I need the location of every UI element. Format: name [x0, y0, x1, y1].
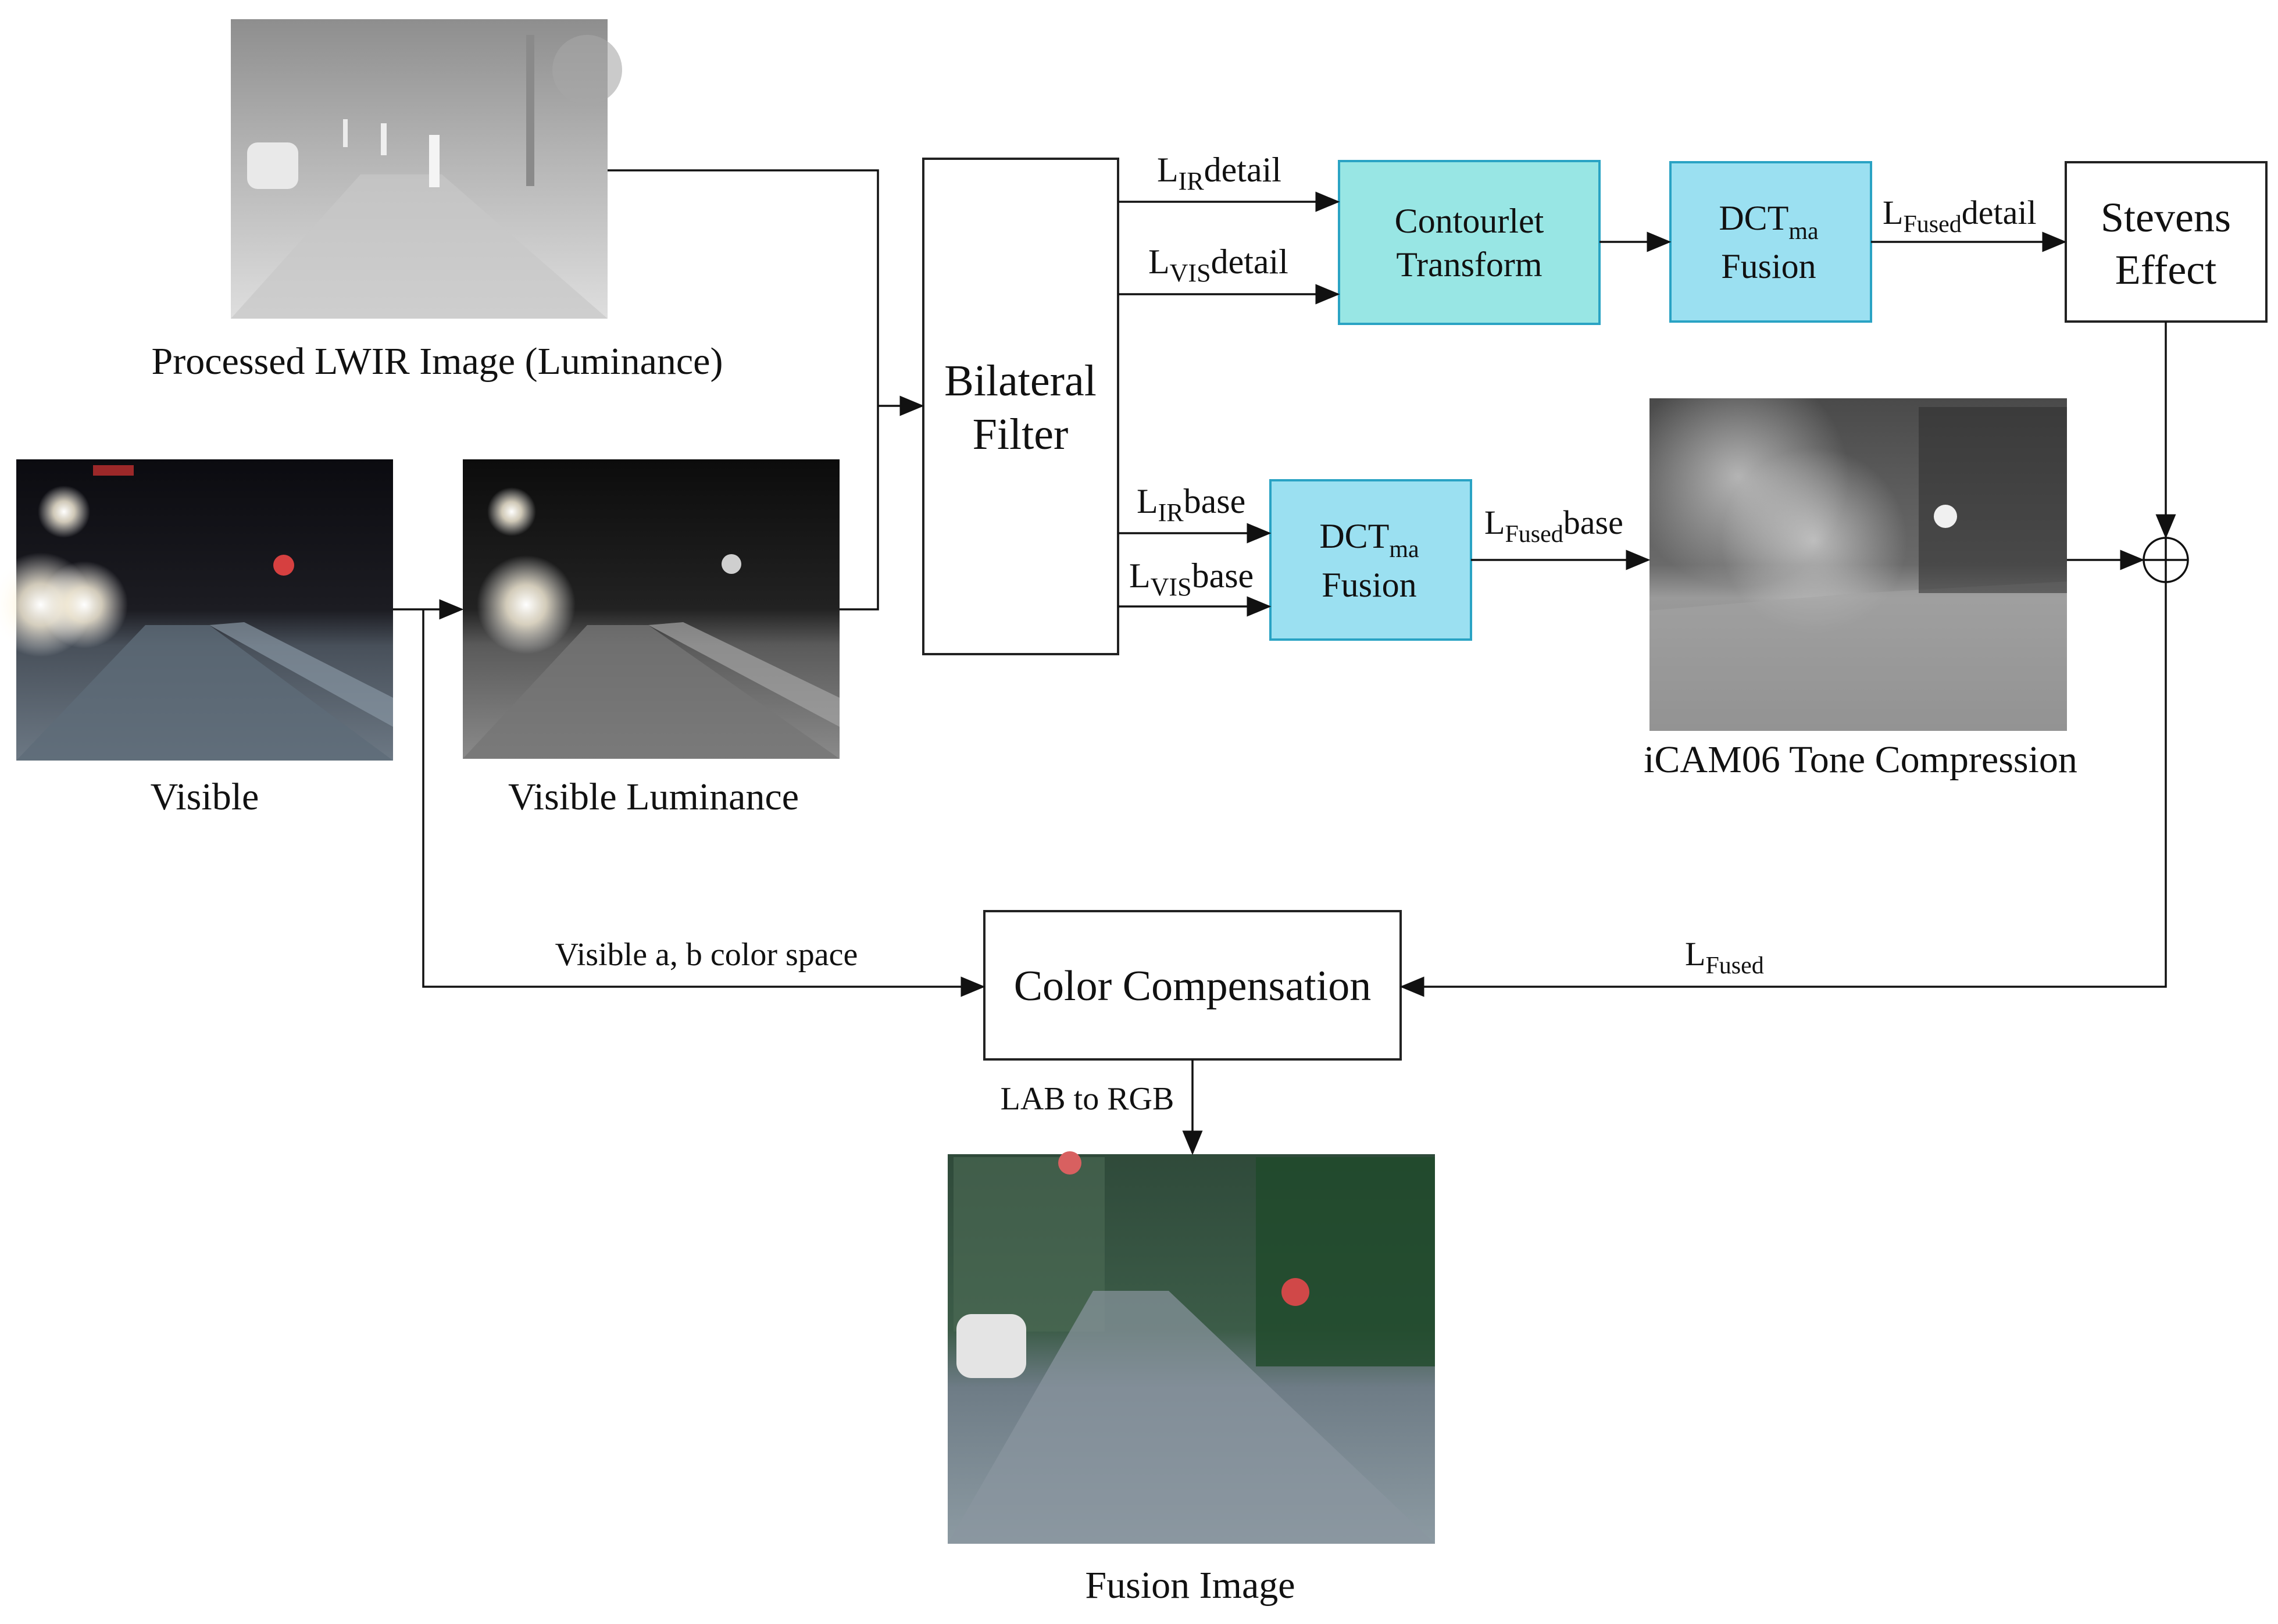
svg-text:DCTma: DCTma: [1719, 199, 1819, 245]
icam06-caption: iCAM06 Tone Compression: [1644, 738, 2077, 781]
color-compensation-box: Color Compensation: [983, 910, 1402, 1061]
dct-detail-sub: ma: [1788, 218, 1819, 245]
bilateral-filter-box: Bilateral Filter: [922, 158, 1119, 655]
visible-caption: Visible: [151, 776, 259, 818]
lwir-to-merge-line: [608, 169, 879, 611]
visible-ab-arrow: [422, 609, 986, 997]
visible-image: [0, 459, 393, 761]
lfused-label: LFused: [1685, 935, 1764, 979]
connectors: [393, 169, 2176, 1155]
dct-detail-fusion-box: DCTma Fusion: [1669, 161, 1872, 323]
visible-luminance-caption: Visible Luminance: [508, 776, 799, 818]
contourlet-line1: Contourlet: [1395, 202, 1544, 240]
lir-detail-label: LIRdetail: [1157, 151, 1281, 195]
color-compensation-label: Color Compensation: [1014, 962, 1372, 1010]
visible-ab-label: Visible a, b color space: [555, 937, 858, 973]
contourlet-transform-box: Contourlet Transform: [1338, 160, 1601, 325]
dct-base-line2: Fusion: [1322, 566, 1416, 604]
dct-base-fusion-box: DCTma Fusion: [1269, 479, 1472, 641]
icam06-image: [1628, 366, 2067, 731]
dct-base-main: DCT: [1319, 517, 1389, 555]
sum-junction: [2143, 537, 2189, 583]
svg-text:DCTma: DCTma: [1319, 517, 1419, 563]
dct-detail-line2: Fusion: [1721, 247, 1816, 285]
dct-base-sub: ma: [1389, 536, 1419, 563]
lfused-base-label: LFusedbase: [1484, 504, 1623, 548]
bilateral-line2: Filter: [973, 410, 1069, 459]
lab-to-rgb-label: LAB to RGB: [1001, 1081, 1174, 1117]
stevens-effect-box: Stevens Effect: [2065, 161, 2268, 323]
stevens-line2: Effect: [2115, 247, 2217, 293]
lwir-image: [231, 19, 622, 319]
stevens-line1: Stevens: [2101, 194, 2231, 241]
lfused-detail-label: LFuseddetail: [1883, 194, 2037, 238]
lir-base-label: LIRbase: [1137, 482, 1245, 527]
lvis-base-label: LVISbase: [1129, 556, 1254, 601]
contourlet-line2: Transform: [1396, 245, 1542, 284]
lfused-to-color-arrow: [1399, 582, 2167, 997]
fusion-caption: Fusion Image: [1085, 1564, 1295, 1607]
dct-detail-main: DCT: [1719, 199, 1788, 237]
bilateral-line1: Bilateral: [944, 356, 1097, 405]
lwir-caption: Processed LWIR Image (Luminance): [152, 340, 723, 383]
visible-luminance-image: [463, 459, 840, 759]
lvis-detail-label: LVISdetail: [1148, 242, 1288, 287]
fusion-image: [948, 1151, 1435, 1544]
